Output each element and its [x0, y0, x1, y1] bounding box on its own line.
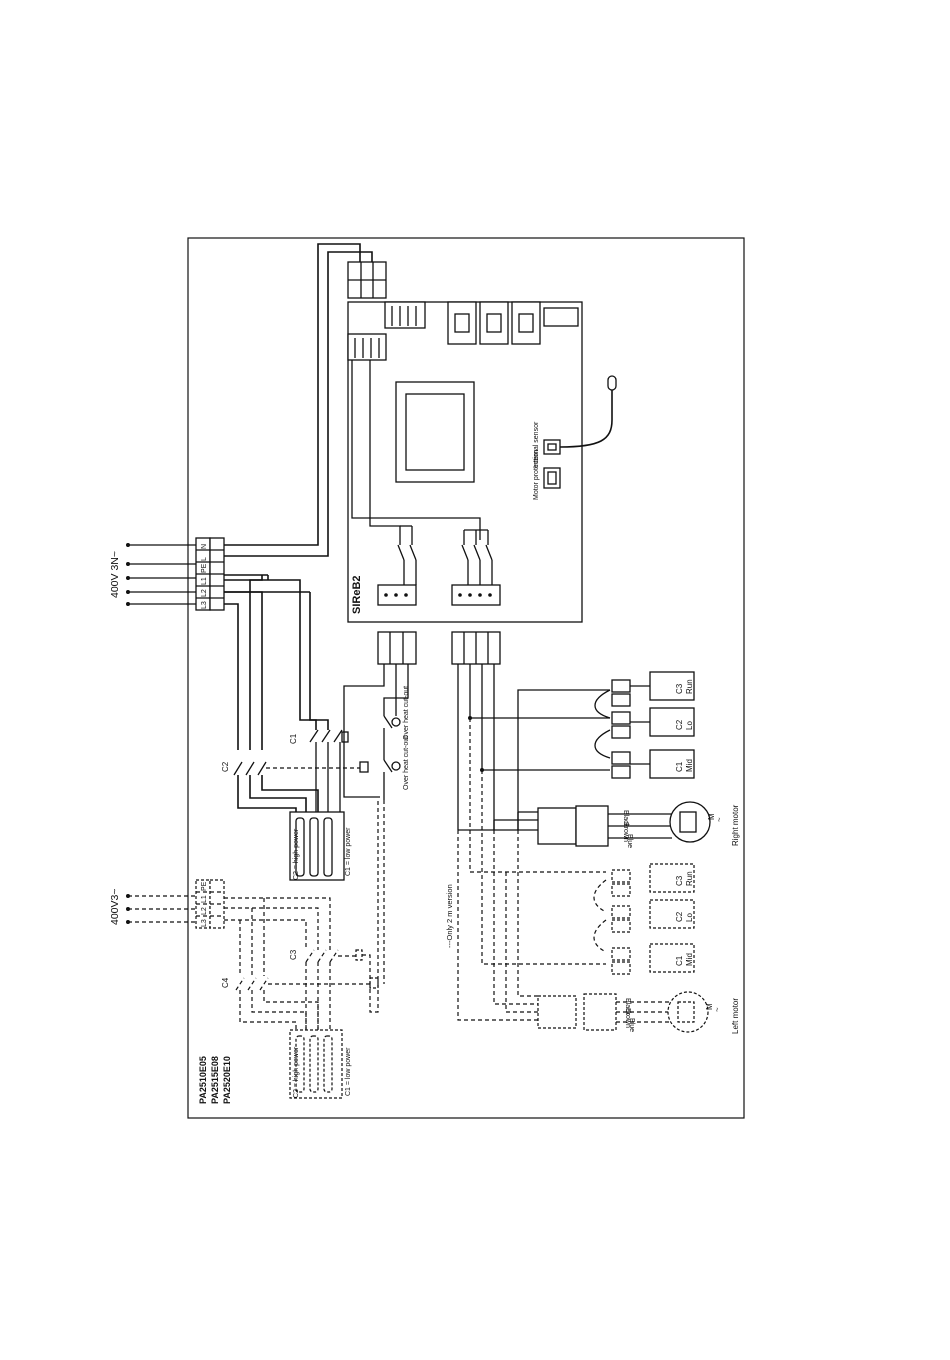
cap-c1-speed-left: Mid — [685, 953, 694, 966]
c2-label: C2 — [221, 761, 230, 772]
lower-power-lines — [224, 800, 385, 1030]
wire-blue-right: Blue — [626, 834, 633, 848]
terminal-pe: PE — [201, 563, 208, 573]
wire-brown-left: Brown — [624, 1008, 631, 1028]
cutout-right-label: Over heat cut-out — [403, 686, 410, 740]
terminal-l1: L1 — [201, 577, 208, 585]
contactor-c2 — [233, 761, 369, 815]
terminal-n: N — [201, 544, 208, 549]
alt-terminal-l3: L3 — [201, 919, 208, 927]
left-motor-tilde: ~ — [713, 1007, 722, 1012]
right-motor — [458, 801, 711, 847]
cap-c2-speed: Lo — [685, 721, 694, 730]
wire-black-left: Black — [624, 998, 631, 1016]
terminal-l: L — [201, 557, 208, 561]
alt-supply-label: 400V3~ — [109, 889, 121, 926]
cap-c1-label: C1 — [675, 761, 684, 772]
main-terminal-block: L3 L2 L1 PE L N — [195, 537, 225, 611]
terminal-l2: L2 — [201, 589, 208, 597]
heater-elements-lower — [289, 1029, 343, 1099]
cap-c2-speed-left: Lo — [685, 913, 694, 922]
heater-low-label-lower: C1 = low power — [345, 1047, 352, 1096]
alt-terminal-l2: L2 — [201, 907, 208, 915]
model-2: PA2515E08 — [210, 1056, 220, 1104]
contactor-c1 — [309, 729, 349, 815]
right-capacitors — [468, 671, 695, 830]
c1-label: C1 — [289, 733, 298, 744]
main-supply-label: 400V 3N~ — [109, 551, 121, 598]
motor-protection-label: Motor protection — [533, 449, 540, 500]
control-power-lines — [224, 243, 373, 576]
wire-brown-right: Brown — [622, 822, 629, 842]
cap-c3-speed-left: Run — [685, 871, 694, 886]
right-motor-label: Right motor — [731, 804, 740, 846]
version-note: ---Only 2 m version — [445, 884, 454, 948]
alt-terminal-l1: L1 — [201, 895, 208, 903]
upper-power-lines — [224, 575, 329, 750]
wire-black-right: Black — [622, 810, 629, 828]
overheat-cutouts — [343, 631, 417, 800]
left-motor-label: Left motor — [731, 998, 740, 1034]
wire-blue-left: Blue — [628, 1018, 635, 1032]
terminal-l3: L3 — [201, 601, 208, 609]
top-connector — [347, 261, 387, 299]
heater-elements-upper — [289, 811, 345, 881]
right-motor-symbol: M — [707, 813, 716, 820]
cap-c3-label: C3 — [675, 683, 684, 694]
cap-c1-speed: Mid — [685, 759, 694, 772]
cap-c2-label: C2 — [675, 719, 684, 730]
motor-connector — [451, 631, 501, 830]
alt-supply-lines — [126, 894, 196, 924]
sireb2-board — [347, 301, 617, 623]
c3-label: C3 — [289, 949, 298, 960]
alt-terminal-block: L3 L2 L1 PE — [195, 879, 225, 929]
right-motor-tilde: ~ — [715, 817, 724, 822]
heater-high-label: C2 = high power — [293, 828, 300, 880]
cutout-left-label: Over heat cut-out — [403, 736, 410, 790]
alt-terminal-pe: PE — [201, 881, 208, 891]
cap-c3-speed: Run — [685, 679, 694, 694]
board-name: SIReB2 — [351, 575, 363, 614]
diagram-frame — [187, 237, 745, 1119]
left-motor-symbol: M — [705, 1003, 714, 1010]
cap-c3-label-left: C3 — [675, 875, 684, 886]
heater-low-label: C1 = low power — [345, 827, 352, 876]
model-1: PA2510E05 — [198, 1056, 208, 1104]
cap-c1-label-left: C1 — [675, 955, 684, 966]
c4-label: C4 — [221, 977, 230, 988]
internal-sensor-label: Internal sensor — [533, 421, 540, 468]
left-motor-wiring — [457, 718, 709, 1033]
cap-c2-label-left: C2 — [675, 911, 684, 922]
model-3: PA2520E10 — [222, 1056, 232, 1104]
heater-high-label-lower: C2 = high power — [293, 1046, 300, 1098]
main-supply-lines — [126, 543, 196, 606]
